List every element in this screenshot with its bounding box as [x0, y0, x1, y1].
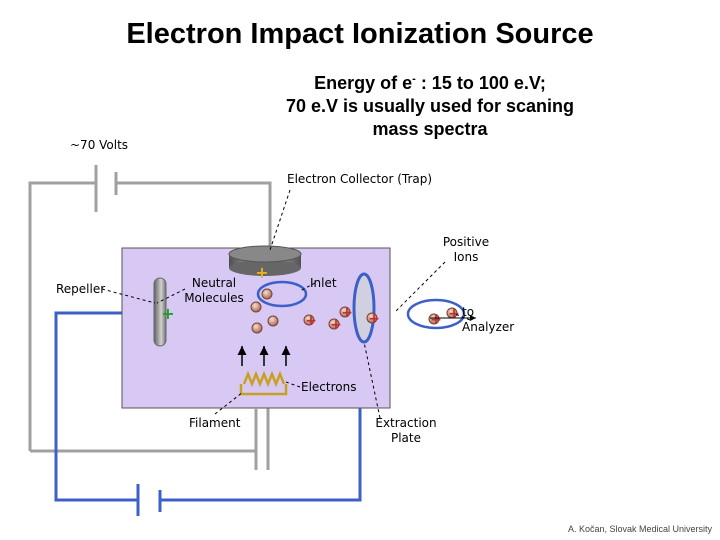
ion-plus: +	[341, 305, 353, 321]
ion-plus: +	[368, 311, 380, 327]
molecule	[251, 322, 263, 334]
filament-label: Filament	[189, 416, 241, 430]
positive-ions-label: Positive Ions	[436, 235, 496, 265]
leader-electrons	[285, 381, 301, 388]
positive-ions-line-1: Positive	[442, 235, 490, 249]
credit-text: A. Kočan, Slovak Medical University	[567, 524, 712, 534]
filament-coil	[242, 370, 286, 388]
to-analyzer-line-1: to	[462, 305, 475, 319]
leader-lines	[101, 189, 471, 419]
neutral-molecules	[250, 288, 279, 334]
energy-line-3: mass spectra	[372, 119, 488, 139]
ion-plus-signs: + + + + + +	[305, 305, 460, 333]
gray-wire-left	[28, 181, 96, 451]
repeller-plus: +	[161, 304, 174, 323]
neutral-molecules-label: Neutral Molecules	[180, 276, 248, 306]
positive-ions-line-2: Ions	[453, 250, 479, 264]
molecule	[261, 288, 273, 300]
extraction-plate	[352, 272, 376, 344]
leader-collector	[269, 189, 291, 251]
analyzer-ring	[406, 298, 466, 330]
leader-inlet	[299, 282, 316, 292]
energy-note: Energy of e- : 15 to 100 e.V; 70 e.V is …	[240, 68, 620, 141]
leader-analyzer	[454, 313, 471, 321]
energy-line-1-suffix: : 15 to 100 e.V;	[415, 73, 546, 93]
extraction-plate-label: Extraction Plate	[372, 416, 440, 446]
diagram-title: Electron Impact Ionization Source	[126, 18, 594, 50]
filament-frame	[239, 384, 288, 396]
ion-plus: +	[430, 312, 442, 328]
filament	[239, 370, 288, 396]
inlet-ring	[256, 280, 308, 308]
leader-positive-ions	[394, 261, 446, 313]
extraction-line-1: Extraction	[375, 416, 437, 430]
to-analyzer-line-2: Analyzer	[462, 320, 515, 334]
electron-superscript: -	[412, 73, 416, 85]
to-analyzer-label: to Analyzer	[462, 305, 514, 335]
ion	[366, 312, 378, 324]
repeller-label: Repeller	[56, 282, 106, 296]
electron-collector	[228, 245, 302, 276]
ion	[303, 314, 315, 326]
extraction-line-2: Plate	[390, 431, 421, 445]
ion	[339, 306, 351, 318]
voltage-label: ~70 Volts	[70, 138, 129, 152]
electron-arrows	[237, 346, 291, 366]
neutral-line-1: Neutral	[191, 276, 237, 290]
gray-wire-collector	[116, 181, 272, 253]
collector-label: Electron Collector (Trap)	[287, 172, 433, 186]
collector-plus: +	[255, 263, 268, 282]
ion-plus: +	[305, 313, 317, 329]
leader-neutral	[156, 288, 186, 304]
inlet-label: Inlet	[310, 276, 337, 290]
repeller-plate	[153, 277, 167, 347]
neutral-line-2: Molecules	[184, 291, 244, 305]
molecule	[250, 301, 262, 313]
positive-ions	[303, 306, 458, 330]
blue-wire-left	[54, 311, 155, 502]
energy-line-1-prefix: Energy of e	[314, 73, 413, 93]
ion-plus: +	[448, 306, 460, 322]
ion	[328, 318, 340, 330]
electrons-label: Electrons	[301, 380, 357, 394]
ion-plus: +	[330, 317, 342, 333]
energy-line-1: Energy of e- : 15 to 100 e.V;	[240, 68, 620, 95]
molecule	[267, 315, 279, 327]
ion	[428, 313, 440, 325]
energy-line-2: 70 e.V is usually used for scaning	[285, 96, 575, 116]
leader-extraction	[363, 341, 381, 419]
